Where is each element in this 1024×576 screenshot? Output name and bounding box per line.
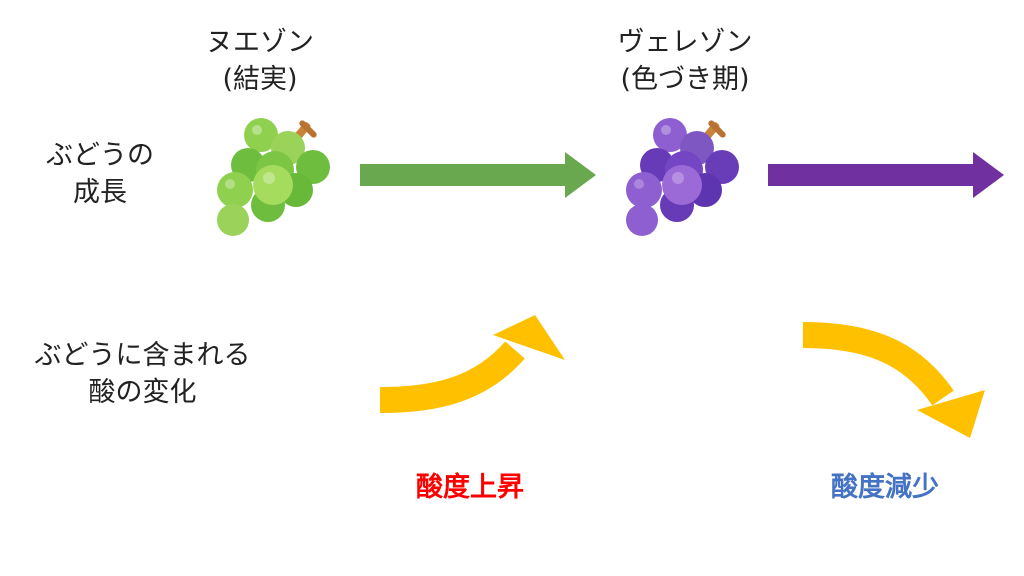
stage-label-veraison: ヴェレゾン (色づき期) (585, 24, 785, 98)
row-label-acid: ぶどうに含まれる 酸の変化 (0, 337, 285, 411)
row-label-line: 成長 (73, 177, 127, 208)
acid-decrease-curve-arrow (802, 322, 985, 438)
effect-acid-up: 酸度上昇 (416, 472, 524, 503)
stage-sub: (色づき期) (620, 64, 750, 95)
stage-name: ヌエゾン (206, 27, 314, 58)
green-grapes-icon (217, 118, 330, 236)
row-label-line: ぶどうの (46, 140, 154, 171)
effect-acid-down: 酸度減少 (831, 472, 939, 503)
purple-grapes-icon (626, 118, 739, 236)
row-label-growth: ぶどうの 成長 (20, 137, 180, 211)
purple-growth-arrow (768, 152, 1004, 198)
stage-label-fruit-set: ヌエゾン (結実) (175, 24, 345, 98)
green-growth-arrow (360, 152, 596, 198)
acid-increase-curve-arrow (379, 315, 565, 413)
row-label-line: 酸の変化 (88, 377, 197, 408)
stage-name: ヴェレゾン (617, 27, 753, 58)
stage-sub: (結実) (222, 64, 298, 95)
row-label-line: ぶどうに含まれる (34, 340, 251, 371)
